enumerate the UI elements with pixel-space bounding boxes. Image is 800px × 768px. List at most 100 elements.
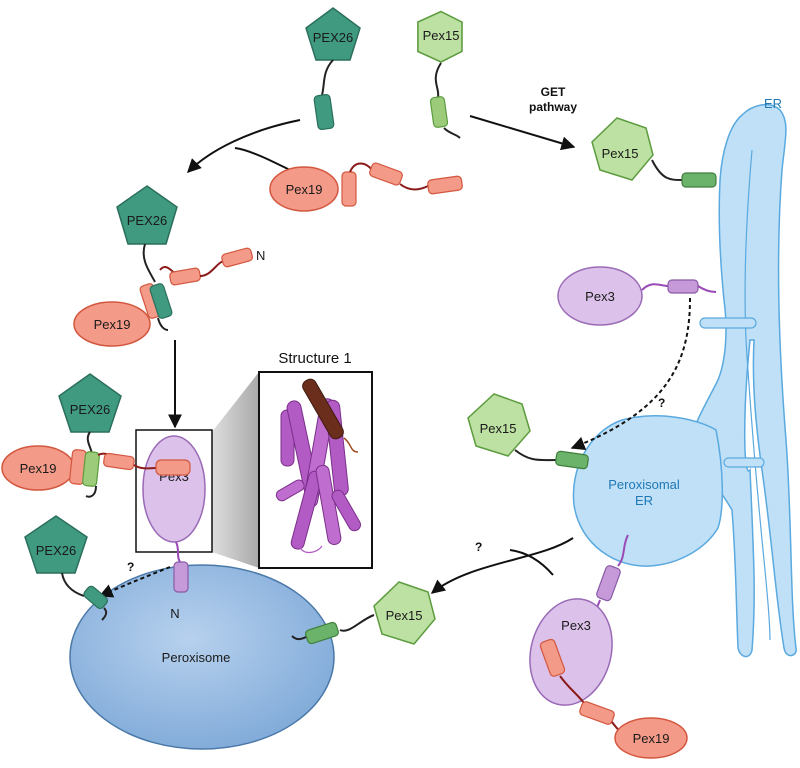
n-terminus-label: N [170,606,179,621]
pex3-pex19-per-er: Pex3 Pex19 [529,534,688,759]
arrow-per-er-join [509,549,554,576]
er-membrane: ER Peroxisomal ER [572,96,797,658]
pex19-body [73,301,151,347]
linker [443,127,461,139]
linker [697,285,717,293]
structure-inset: Structure 1 [135,350,373,569]
pex15-label: Pex15 [423,28,460,43]
pex15-label: Pex15 [386,608,423,623]
linker [321,59,334,96]
pex19-label: Pex19 [94,317,131,332]
loop [343,437,359,453]
pex19-helix [155,459,191,476]
arrow-dashed-to-peroxisome [98,566,171,598]
structure-helices [275,378,361,554]
peroxisomal-er-label-1: Peroxisomal [608,477,680,492]
pex3-label: Pex3 [585,289,615,304]
linker [175,541,181,563]
structure-title: Structure 1 [278,350,351,367]
peroxisome-label: Peroxisome [162,650,231,665]
pex26-pentagon [116,185,178,245]
pex19-helix [221,247,254,268]
pex26-pex19-pex3-complex: PEX26 Pex19 Pex3 N [1,373,206,621]
helix [331,489,361,532]
n-terminus-label: N [256,248,265,263]
linker [133,464,157,470]
linker [85,485,97,498]
arrows [98,115,691,598]
pex19-helix [169,267,201,286]
arrow-get-pathway [469,115,576,151]
pex26-pex19-complex: PEX26 Pex19 N [73,185,265,347]
pex15-er: Pex15 [591,117,717,188]
get-pathway-label-1: GET [541,85,566,99]
pex19-helix [539,638,566,677]
zoom-source-box [135,429,213,553]
pex15-label: Pex15 [480,421,517,436]
pex15-tmd [681,172,717,188]
pex19-body [614,717,688,759]
pex26-peroxisome: PEX26 [24,515,109,621]
pex26-label: PEX26 [127,213,167,228]
pex26-tmd [83,585,109,610]
pex19-label: Pex19 [633,731,670,746]
linker [399,183,429,191]
arrow-per-er-to-peroxisome [430,537,574,594]
pex3-label: Pex3 [561,618,591,633]
pex15-hexagon [591,117,654,181]
pex19-helix [427,175,463,195]
pex3-body [557,266,643,326]
pex26-label: PEX26 [36,543,76,558]
question-er: ? [658,396,665,410]
pex19-helix [103,452,135,471]
pex19-mid: Pex19 [269,162,463,212]
pex15-hexagon [467,393,531,457]
linker [339,614,375,632]
pex15-label: Pex15 [602,146,639,161]
arrow-dashed-pex3-to-per-er [570,297,691,450]
peroxisome: Peroxisome [69,564,335,750]
helix [275,479,305,502]
linker [349,162,373,173]
pex26-pentagon [24,515,88,574]
linker [434,62,442,98]
pex19-helix [369,162,403,186]
linker [101,607,108,621]
er-lumen-line [744,149,771,641]
pex15-tmd [429,96,449,128]
linker [291,635,307,641]
pex3-body [142,435,206,543]
linker [157,317,169,331]
pex15-tmd [555,450,589,470]
loop [299,545,323,554]
pex26-tmd [82,451,100,487]
pex26-tmd [149,283,173,319]
linker [641,283,669,291]
pex3-tmd [667,279,699,294]
get-pathway-label-2: pathway [529,100,577,114]
pex15-hexagon [373,581,436,645]
question-bottom: ? [475,540,482,554]
helix [315,464,342,545]
question-peroxisome: ? [127,560,134,574]
pex19-helix [341,171,357,207]
peroxisome-body [69,564,335,750]
linker [199,259,227,277]
pex19-body [269,166,339,212]
linker [61,572,85,597]
pex3-tmd [596,565,621,602]
pex26-top: PEX26 [305,7,361,131]
er-tubules [687,103,797,658]
linker [651,159,683,181]
pex19-helix [579,701,615,725]
er-crosstube [723,457,765,468]
arrow-pex26-to-pex19 [187,119,301,173]
er-label: ER [764,96,782,111]
pex15-top: Pex15 [417,10,463,139]
pex15-hexagon [417,10,463,63]
linker [617,534,629,567]
pex26-tmd [313,93,335,131]
pex26-label: PEX26 [70,402,110,417]
